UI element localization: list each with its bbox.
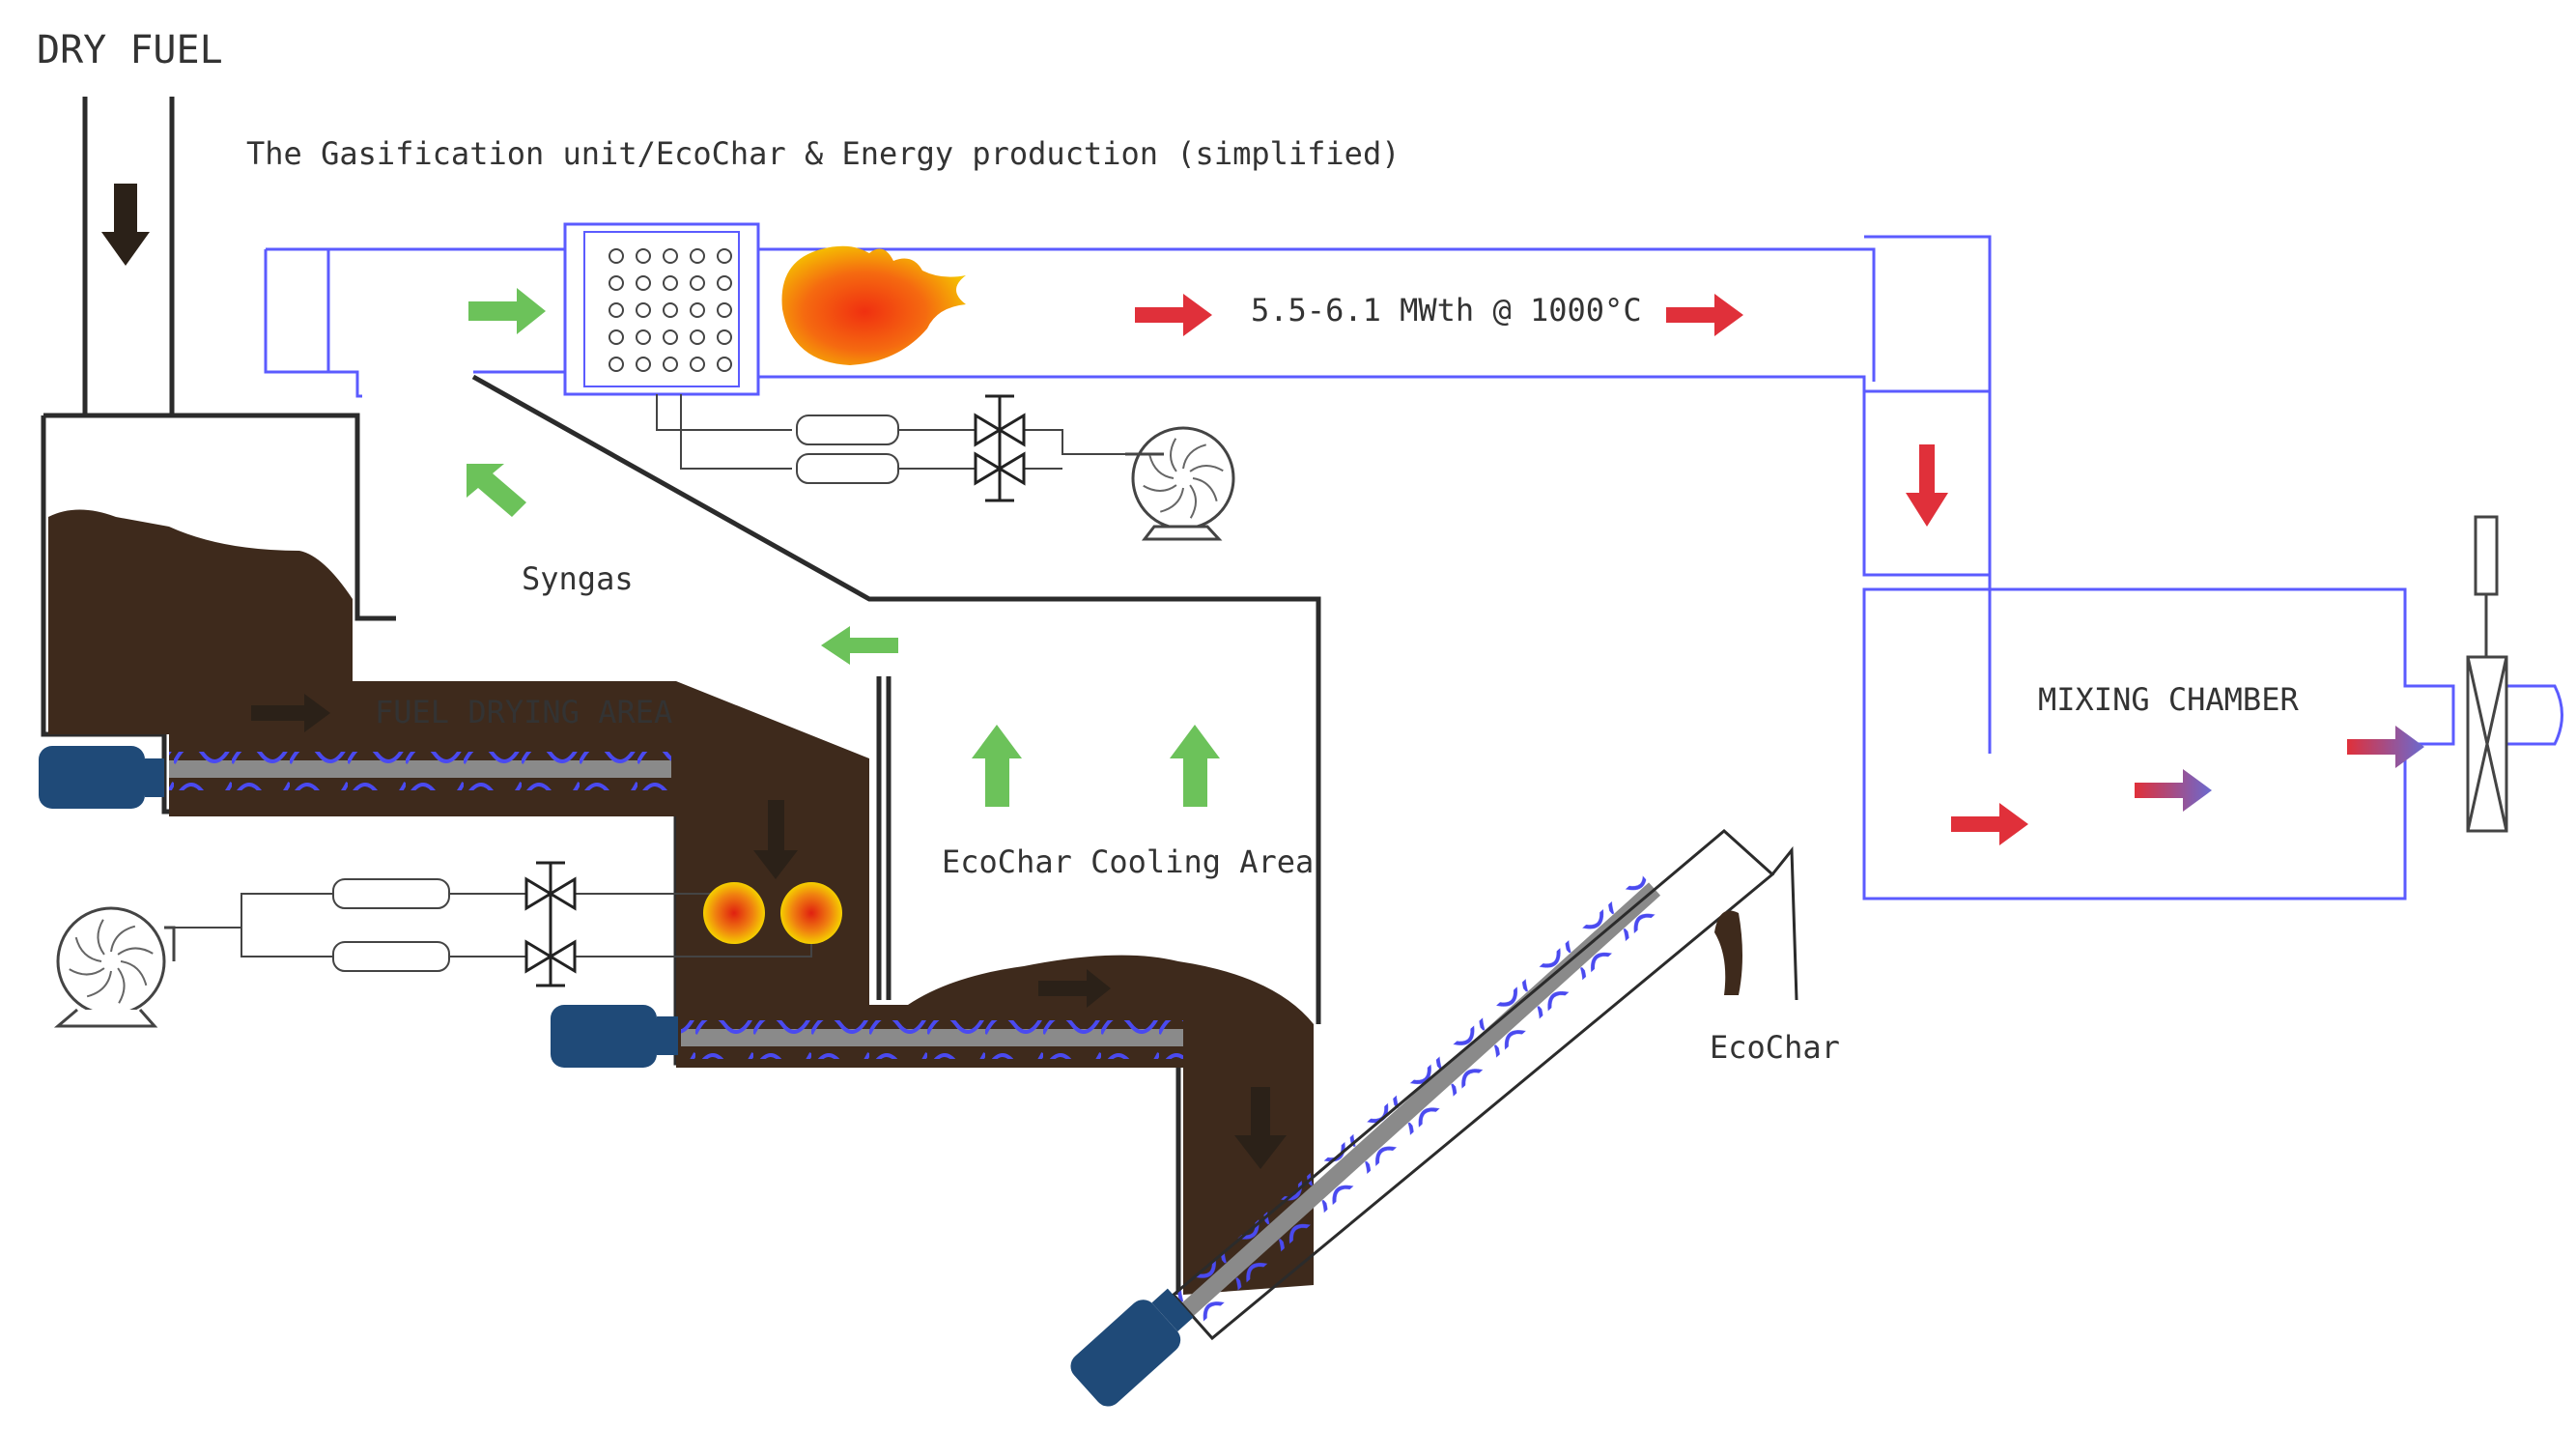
burner-hole [663,329,678,345]
fan-blade [86,970,112,998]
syngas-label: Syngas [522,560,634,597]
screw-conveyor-icon [169,752,1798,1341]
burner-hole [609,329,624,345]
burner-hole [609,248,624,264]
burner-hole [609,357,624,372]
ecochar-cooling-area-label: EcoChar Cooling Area [942,843,1314,880]
flame-icon [781,245,966,365]
burner-hole [636,329,651,345]
valve-icon [524,394,1026,987]
burner-hole [690,248,705,264]
green-flow-arrows [467,288,1220,807]
burner-hole [690,302,705,318]
power-label: 5.5-6.1 MWth @ 1000°C [1251,292,1642,329]
fan-blade [69,967,105,976]
burner-hole [663,302,678,318]
bed-burner-icon [703,882,842,944]
mixing-chamber-label: MIXING CHAMBER [2038,681,2299,718]
fan-blade [110,925,136,953]
air-supply-lines [174,394,1125,972]
burner-hole [717,329,732,345]
burner-hole [663,248,678,264]
burner-hole [663,357,678,372]
fuel-bed [48,509,1314,1295]
fan-blade [117,947,154,956]
fan-blade [1182,443,1206,470]
burner-hole [690,357,705,372]
fan-blade [1148,455,1175,479]
burner-hole [690,275,705,291]
fan-blade [120,960,148,986]
fan-blade [97,919,105,956]
mixed-flow-arrows [2135,726,2424,812]
burner-hole [636,248,651,264]
fan-blade [1143,484,1177,493]
burner-hole [717,275,732,291]
burner-hole [609,275,624,291]
dark-flow-arrows [101,184,1287,1169]
burner-hole [663,275,678,291]
burner-hole [636,275,651,291]
down-arrow-icon [101,184,150,266]
ecochar-discharge [1714,910,1742,995]
fan-blade [1192,477,1218,501]
fan-blade [1189,464,1224,472]
burner-hole [636,302,651,318]
fan-icon [53,426,1235,1028]
fuel-drying-area-label: FUEL DRYING AREA [375,694,672,730]
burner-hole [609,302,624,318]
burner-hole [717,248,732,264]
fan-blade [74,936,102,962]
burner-hole [717,302,732,318]
burner-icon [563,222,760,396]
burner-hole [690,329,705,345]
fan-blade [1189,484,1198,519]
burner-hole [717,357,732,372]
burner-hole [636,357,651,372]
fan-blade [1160,487,1184,513]
red-flow-arrows [1135,294,2028,845]
fan-blade [1169,438,1177,472]
dry-fuel-label: DRY FUEL [37,28,223,72]
damper-icon [2466,515,2508,833]
motor-icon [39,746,1194,1407]
diagram-title: The Gasification unit/EcoChar & Energy p… [246,135,1400,172]
fan-blade [117,967,126,1004]
ecochar-label: EcoChar [1710,1029,1840,1066]
